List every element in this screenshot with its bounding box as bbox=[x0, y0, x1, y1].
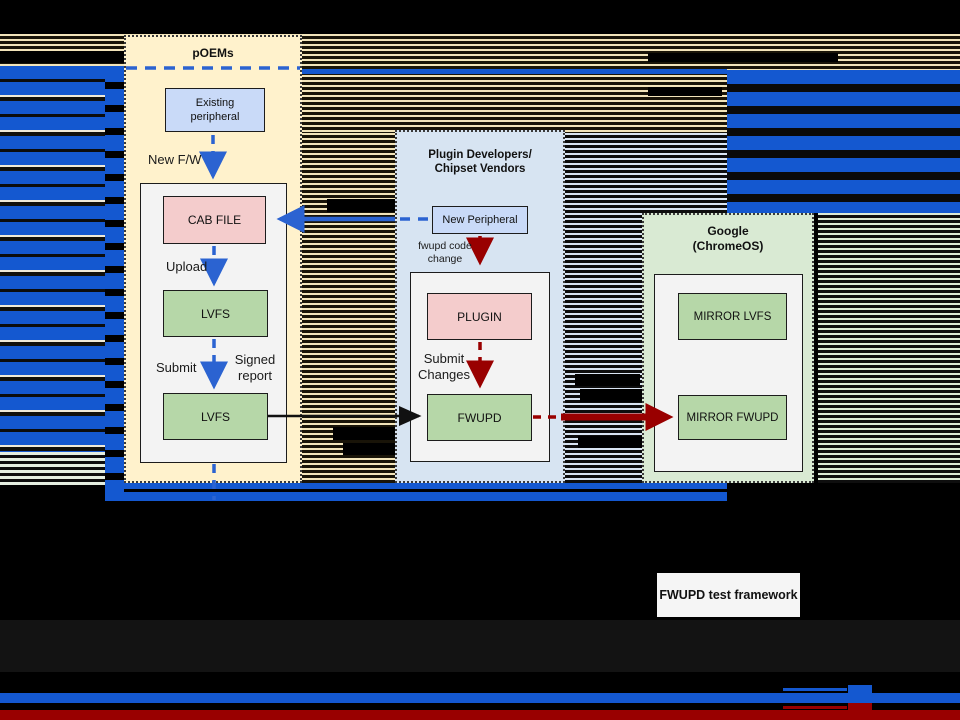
glitch-bar bbox=[648, 53, 838, 62]
google-title: Google (ChromeOS) bbox=[642, 224, 814, 254]
glitch-blue-line bbox=[783, 688, 847, 691]
lvfs-top-node: LVFS bbox=[163, 290, 268, 337]
glitch-blue-block bbox=[848, 685, 872, 705]
glitch-bar bbox=[580, 389, 642, 402]
glitch-red-line bbox=[783, 706, 847, 709]
stripe-left-blue bbox=[0, 66, 105, 452]
glitch-bar bbox=[648, 87, 722, 96]
fwupd-code-change-label: fwupd code change bbox=[418, 240, 472, 265]
plugin-devs-title-line1: Plugin Developers/ bbox=[428, 149, 532, 161]
bottom-dark-band bbox=[0, 620, 960, 672]
stripe-lightblue-upper bbox=[565, 133, 727, 213]
upload-label: Upload bbox=[166, 259, 208, 274]
stripe-left-green bbox=[0, 452, 105, 485]
plugin-devs-title: Plugin Developers/ Chipset Vendors bbox=[395, 148, 565, 177]
stripe-right-blue bbox=[727, 70, 960, 213]
new-peripheral-node: New Peripheral bbox=[432, 206, 528, 234]
poems-title: pOEMs bbox=[192, 46, 234, 60]
lvfs-bottom-node: LVFS bbox=[163, 393, 268, 440]
google-title-line1: Google bbox=[707, 224, 749, 238]
google-title-line2: (ChromeOS) bbox=[692, 239, 764, 253]
stripe-mid-tan bbox=[302, 70, 727, 133]
existing-peripheral-node: Existing peripheral bbox=[165, 88, 265, 132]
bottom-red-bar bbox=[0, 710, 960, 720]
glitch-bar bbox=[343, 443, 395, 455]
bottom-blue-bar bbox=[0, 693, 960, 703]
fwupd-test-framework-box: FWUPD test framework bbox=[657, 573, 800, 617]
plugin-node: PLUGIN bbox=[427, 293, 532, 340]
cab-file-node: CAB FILE bbox=[163, 196, 266, 244]
glitch-blue-line-top bbox=[302, 69, 727, 74]
stripe-left-column bbox=[105, 66, 124, 502]
stripe-gap-tan bbox=[302, 133, 395, 483]
glitch-bar bbox=[578, 436, 642, 448]
glitch-bar bbox=[327, 199, 395, 212]
stripe-right-green bbox=[818, 213, 960, 483]
signed-report-label: Signed report bbox=[234, 352, 276, 383]
submit-changes-label: Submit Changes bbox=[417, 351, 471, 382]
plugin-devs-title-line2: Chipset Vendors bbox=[434, 163, 526, 176]
mirror-lvfs-node: MIRROR LVFS bbox=[678, 293, 787, 340]
submit-label: Submit bbox=[156, 360, 197, 375]
glitch-blue-bar bbox=[105, 483, 727, 489]
glitch-bar bbox=[0, 51, 124, 63]
glitch-bar bbox=[333, 427, 395, 440]
mirror-fwupd-node: MIRROR FWUPD bbox=[678, 395, 787, 440]
glitch-red-block bbox=[848, 703, 872, 717]
glitch-bar bbox=[575, 374, 640, 386]
glitch-blue-bar bbox=[105, 492, 727, 501]
new-fw-label: New F/W bbox=[148, 152, 202, 167]
fwupd-node: FWUPD bbox=[427, 394, 532, 441]
